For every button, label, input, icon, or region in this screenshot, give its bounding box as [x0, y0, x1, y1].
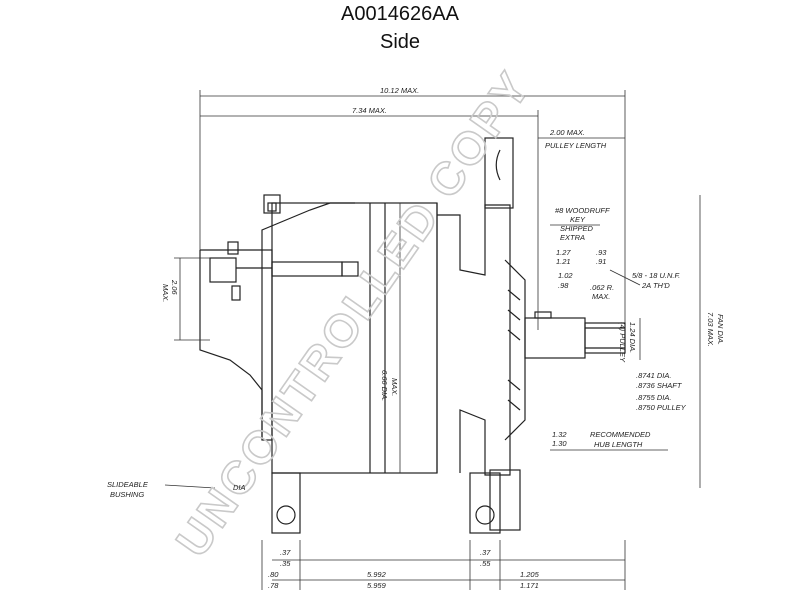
dim-body-max: 7.34 MAX.: [352, 106, 387, 115]
dim-666-dia: 6.66 DIA.: [380, 370, 389, 401]
foot-dim-037a: .37: [280, 548, 291, 557]
dim-pulley-length-max: 2.00 MAX.: [549, 128, 585, 137]
part-number-title: A0014626AA: [341, 3, 459, 25]
dim-091: .91: [596, 257, 606, 266]
thread-label-1: 5/8 - 18 U.N.F.: [632, 271, 680, 280]
view-title: Side: [379, 31, 421, 53]
shaft-dim-4: .8750 PULLEY: [636, 403, 687, 412]
woodruff-label-2: KEY: [570, 215, 586, 224]
shaft-dim-1: .8741 DIA.: [636, 371, 671, 380]
foot-dim-1171: 1.171: [520, 581, 539, 590]
dim-102: 1.02: [558, 271, 573, 280]
dim-132: 1.32: [552, 430, 567, 439]
dim-062-max: MAX.: [592, 292, 610, 301]
foot-dim-5959: 5.959: [367, 581, 387, 590]
dia-label: DIA: [233, 483, 246, 492]
dimension-lines: [164, 90, 701, 590]
woodruff-label-3: SHIPPED: [560, 224, 594, 233]
dim-130: 1.30: [552, 439, 567, 448]
dim-124-dia: 1.24 DIA.: [628, 322, 637, 353]
watermark-text: UNCONTROLLED COPY: [166, 61, 541, 566]
dim-fan-dia: FAN DIA.: [716, 314, 725, 345]
dim-093: .93: [596, 248, 607, 257]
dim-062-radius: .062 R.: [590, 283, 614, 292]
foot-dim-035a: .35: [280, 559, 291, 568]
dim-127: 1.27: [556, 248, 571, 257]
dim-124-pulley: (4) PULLEY: [618, 322, 627, 363]
dim-666-max: MAX.: [390, 378, 399, 396]
alternator-outline: [199, 137, 626, 534]
foot-dim-5992: 5.992: [367, 570, 387, 579]
slideable-label: SLIDEABLE: [107, 480, 149, 489]
thread-label-2: 2A TH'D: [641, 281, 670, 290]
dim-206: 2.06: [170, 279, 179, 295]
woodruff-label-4: EXTRA: [560, 233, 585, 242]
foot-dim-1205: 1.205: [520, 570, 540, 579]
recommended-label: RECOMMENDED: [590, 430, 651, 439]
dim-overall-max: 10.12 MAX.: [380, 86, 419, 95]
dimension-labels: 10.12 MAX. 7.34 MAX. 2.00 MAX. PULLEY LE…: [107, 86, 725, 590]
foot-dim-035b: .55: [480, 559, 491, 568]
hub-length-label: HUB LENGTH: [594, 440, 643, 449]
woodruff-label-1: #8 WOODRUFF: [555, 206, 610, 215]
dim-206-max: MAX.: [161, 284, 170, 302]
dim-098: .98: [558, 281, 569, 290]
shaft-dim-3: .8755 DIA.: [636, 393, 671, 402]
dim-121: 1.21: [556, 257, 571, 266]
foot-dim-080: .80: [268, 570, 279, 579]
shaft-dim-2: .8736 SHAFT: [636, 381, 683, 390]
dim-fan-max: 7.03 MAX.: [706, 312, 715, 347]
bushing-label: BUSHING: [110, 490, 144, 499]
foot-dim-078: .78: [268, 581, 279, 590]
foot-dim-037b: .37: [480, 548, 491, 557]
dim-pulley-length-label: PULLEY LENGTH: [545, 141, 607, 150]
